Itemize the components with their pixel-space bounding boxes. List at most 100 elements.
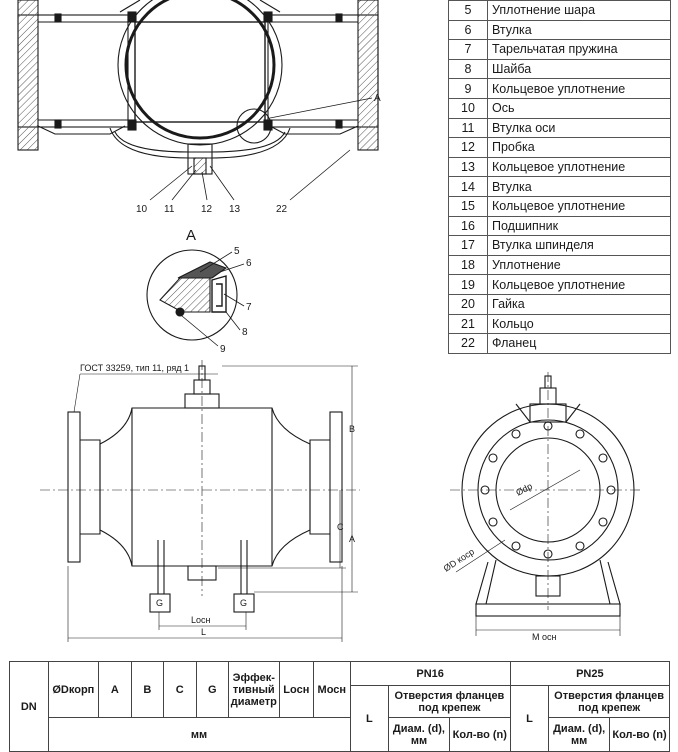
spec-head-eff: Эффек-тивный диаметр	[227, 661, 280, 718]
front-dim-a: A	[349, 534, 355, 544]
part-name: Кольцевое уплотнение	[487, 78, 671, 99]
part-name: Втулка	[487, 176, 671, 197]
spec-head-holes-pn25: Отверстия фланцев под крепеж	[548, 685, 670, 718]
section-callout-11: 11	[164, 204, 175, 215]
spec-head-c: C	[163, 661, 197, 718]
part-name: Втулка	[487, 19, 671, 41]
spec-head-diam-pn25: Диам. (d), мм	[548, 717, 611, 752]
part-number: 12	[448, 137, 488, 158]
front-dim-l: L	[201, 627, 206, 637]
part-name: Подшипник	[487, 215, 671, 237]
spec-head-pn16: PN16	[349, 661, 511, 686]
spec-head-b: B	[130, 661, 165, 718]
part-number: 11	[448, 117, 488, 139]
section-view	[17, 0, 379, 201]
front-dim-g-right: G	[240, 598, 247, 608]
spec-head-losn: Lосн	[278, 661, 315, 718]
part-number: 21	[448, 313, 488, 335]
part-number: 9	[448, 78, 488, 99]
part-name: Пробка	[487, 137, 671, 158]
detail-a-view	[146, 249, 245, 347]
part-name: Кольцевое уплотнение	[487, 195, 671, 217]
part-name: Фланец	[487, 333, 671, 354]
detail-callout-9: 9	[220, 344, 226, 355]
part-number: 20	[448, 293, 488, 315]
part-name: Тарельчатая пружина	[487, 39, 671, 60]
spec-head-pn25: PN25	[509, 661, 671, 686]
spec-table: DN ØDкорп A B C G Эффек-тивный диаметр L…	[9, 661, 671, 752]
spec-head-diam-pn16: Диам. (d), мм	[388, 717, 450, 752]
spec-head-a: A	[98, 661, 132, 718]
part-number: 10	[448, 97, 488, 119]
spec-head-qty-pn16: Кол-во (n)	[448, 717, 511, 752]
spec-head-holes-pn16: Отверстия фланцев под крепеж	[388, 685, 511, 718]
detail-callout-8: 8	[242, 327, 248, 338]
side-dim-dp: Ødp	[514, 481, 534, 498]
front-dim-c: C	[337, 522, 344, 532]
spec-head-dn: DN	[9, 661, 49, 752]
spec-head-dkorp: ØDкорп	[47, 661, 100, 718]
front-dim-g-left: G	[156, 598, 163, 608]
side-dim-mosn: M осн	[532, 632, 557, 642]
part-name: Кольцевое уплотнение	[487, 156, 671, 178]
section-callout-22: 22	[276, 204, 288, 215]
part-number: 5	[448, 0, 488, 21]
part-number: 7	[448, 39, 488, 60]
detail-title: A	[186, 227, 196, 244]
front-view	[40, 360, 360, 642]
detail-callout-7: 7	[246, 302, 252, 313]
front-standard-note: ГОСТ 33259, тип 11, ряд 1	[80, 363, 189, 373]
front-dim-b: B	[349, 424, 355, 434]
part-number: 8	[448, 58, 488, 80]
section-detail-mark: A	[374, 93, 381, 104]
technical-drawing: 10 11 12 13 22 A A 5 6 7 8 9	[17, 0, 640, 642]
section-callout-10: 10	[136, 204, 148, 215]
part-name: Уплотнение шара	[487, 0, 671, 21]
spec-head-l-pn16: L	[349, 685, 390, 752]
part-number: 22	[448, 333, 488, 354]
spec-head-qty-pn25: Кол-во (n)	[609, 717, 670, 752]
part-number: 18	[448, 254, 488, 276]
spec-head-mosn: Mосн	[313, 661, 351, 718]
part-name: Гайка	[487, 293, 671, 315]
part-name: Кольцо	[487, 313, 671, 335]
part-name: Втулка оси	[487, 117, 671, 139]
part-number: 15	[448, 195, 488, 217]
section-callout-13: 13	[229, 204, 241, 215]
part-number: 6	[448, 19, 488, 41]
part-number: 16	[448, 215, 488, 237]
detail-callout-6: 6	[246, 258, 252, 269]
part-name: Шайба	[487, 58, 671, 80]
part-name: Втулка шпинделя	[487, 235, 671, 256]
side-dim-d: ØD коср	[442, 546, 476, 573]
section-callout-12: 12	[201, 204, 213, 215]
spec-head-mm: мм	[47, 717, 351, 752]
part-number: 17	[448, 235, 488, 256]
part-number: 14	[448, 176, 488, 197]
part-name: Ось	[487, 97, 671, 119]
part-name: Уплотнение	[487, 254, 671, 276]
detail-callout-5: 5	[234, 246, 240, 257]
part-number: 19	[448, 274, 488, 295]
front-dim-losn: Lосн	[191, 615, 211, 625]
side-view	[450, 372, 640, 636]
spec-head-g: G	[195, 661, 229, 718]
spec-head-l-pn25: L	[509, 685, 550, 752]
